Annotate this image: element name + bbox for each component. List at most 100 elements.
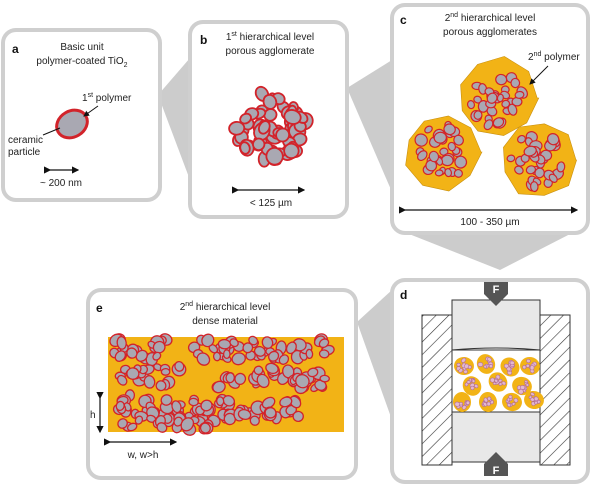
coated-particle [495, 73, 508, 86]
coated-particle [496, 93, 504, 103]
coated-particle [465, 400, 470, 405]
coated-particle [253, 345, 266, 357]
coated-particle [525, 363, 530, 368]
panel-e-title-1: 2nd hierarchical level [180, 301, 271, 313]
coated-particle [470, 385, 475, 391]
coated-particle [152, 340, 166, 354]
coated-particle [279, 396, 293, 408]
panel-c-title-1: 2nd hierarchical level [445, 12, 536, 24]
coated-particle [414, 133, 428, 147]
coated-particle [501, 99, 511, 109]
coated-particle [498, 379, 503, 383]
force-arrow-top [484, 282, 508, 306]
coated-particle [319, 374, 330, 383]
coated-particle [506, 154, 516, 163]
die-wall-left [421, 314, 453, 466]
coated-particle [424, 125, 433, 134]
coated-particle [506, 397, 511, 402]
polymer-arrow [83, 105, 99, 117]
scale-label-c: 100 - 350 µm [460, 217, 519, 228]
connector-c-d [404, 232, 574, 270]
coated-particle [285, 341, 297, 355]
coated-particle [492, 117, 505, 128]
coated-particle [528, 395, 533, 399]
coated-particle [115, 400, 125, 412]
ceramic-label-2: particle [8, 147, 41, 158]
coated-particle [117, 418, 128, 429]
coated-particle [196, 352, 211, 366]
coated-particle [114, 350, 127, 362]
coated-particle [417, 150, 428, 162]
coated-particle [466, 100, 476, 110]
coated-particle [487, 396, 492, 401]
coated-particle [486, 401, 491, 407]
coated-particle [556, 161, 566, 173]
coated-particle [453, 168, 463, 178]
coated-particle [222, 395, 235, 407]
coated-particle [522, 365, 527, 370]
coated-particle [143, 375, 156, 389]
coated-particle [461, 357, 467, 363]
coated-particle [239, 141, 251, 155]
coated-particle [477, 362, 484, 367]
panel-b-letter: b [200, 33, 207, 47]
coated-particle [428, 150, 440, 163]
coated-particle [305, 348, 314, 360]
coated-particle [134, 415, 144, 425]
coated-particle [126, 422, 138, 432]
coated-particle [506, 366, 512, 372]
coated-particle [483, 119, 494, 131]
coated-particle [278, 354, 290, 365]
coated-particle [126, 367, 140, 380]
panel-b: b 1st hierarchical level porous agglomer… [188, 20, 349, 219]
panel-a-title-2: polymer-coated TiO2 [36, 56, 127, 69]
coated-particle [249, 415, 260, 426]
coated-particle [548, 173, 558, 183]
coated-particle [464, 363, 469, 369]
coated-particle [239, 112, 252, 125]
panel-a-title-1: Basic unit [60, 42, 104, 53]
coated-particle [283, 142, 300, 160]
coated-particle [514, 90, 525, 99]
height-label: h [90, 410, 96, 421]
panel-e-title-2: dense material [192, 316, 258, 327]
coated-particle [513, 397, 519, 403]
polymer2-arrow [529, 65, 549, 85]
coated-particle [201, 333, 215, 348]
panel-c: c 2nd hierarchical level porous agglomer… [390, 3, 590, 235]
force-label-top: F [493, 284, 500, 296]
connector-d-e [357, 290, 392, 420]
coated-particle [434, 169, 444, 177]
coated-particle [529, 365, 535, 371]
coated-particle [283, 109, 302, 125]
coated-particle [507, 403, 511, 408]
coated-particle [265, 362, 279, 375]
polymer2-shell [502, 392, 522, 412]
coated-particle [433, 131, 447, 144]
coated-particle [200, 399, 213, 412]
coated-particle [155, 380, 167, 392]
coated-particle [160, 394, 173, 406]
coated-particle [264, 407, 277, 419]
coated-particle [546, 133, 560, 146]
coated-particle [292, 410, 304, 423]
coated-particle [530, 392, 535, 397]
coated-particle [533, 396, 539, 402]
coated-particle [188, 397, 199, 407]
coated-particle [212, 351, 222, 362]
coated-particle [483, 364, 487, 369]
die-wall-right [539, 314, 571, 466]
coated-particle [171, 400, 182, 414]
coated-particle [199, 422, 211, 434]
coated-particle [526, 358, 531, 364]
connector-b-c [347, 60, 392, 192]
coated-particle [229, 338, 239, 348]
coated-particle [261, 336, 274, 349]
panel-a: a Basic unit polymer-coated TiO2 1st pol… [1, 28, 162, 202]
coated-particle [216, 396, 225, 407]
coated-particle [489, 377, 495, 383]
coated-particle [116, 335, 127, 350]
coated-particle [514, 165, 524, 175]
coated-particle [234, 372, 247, 386]
